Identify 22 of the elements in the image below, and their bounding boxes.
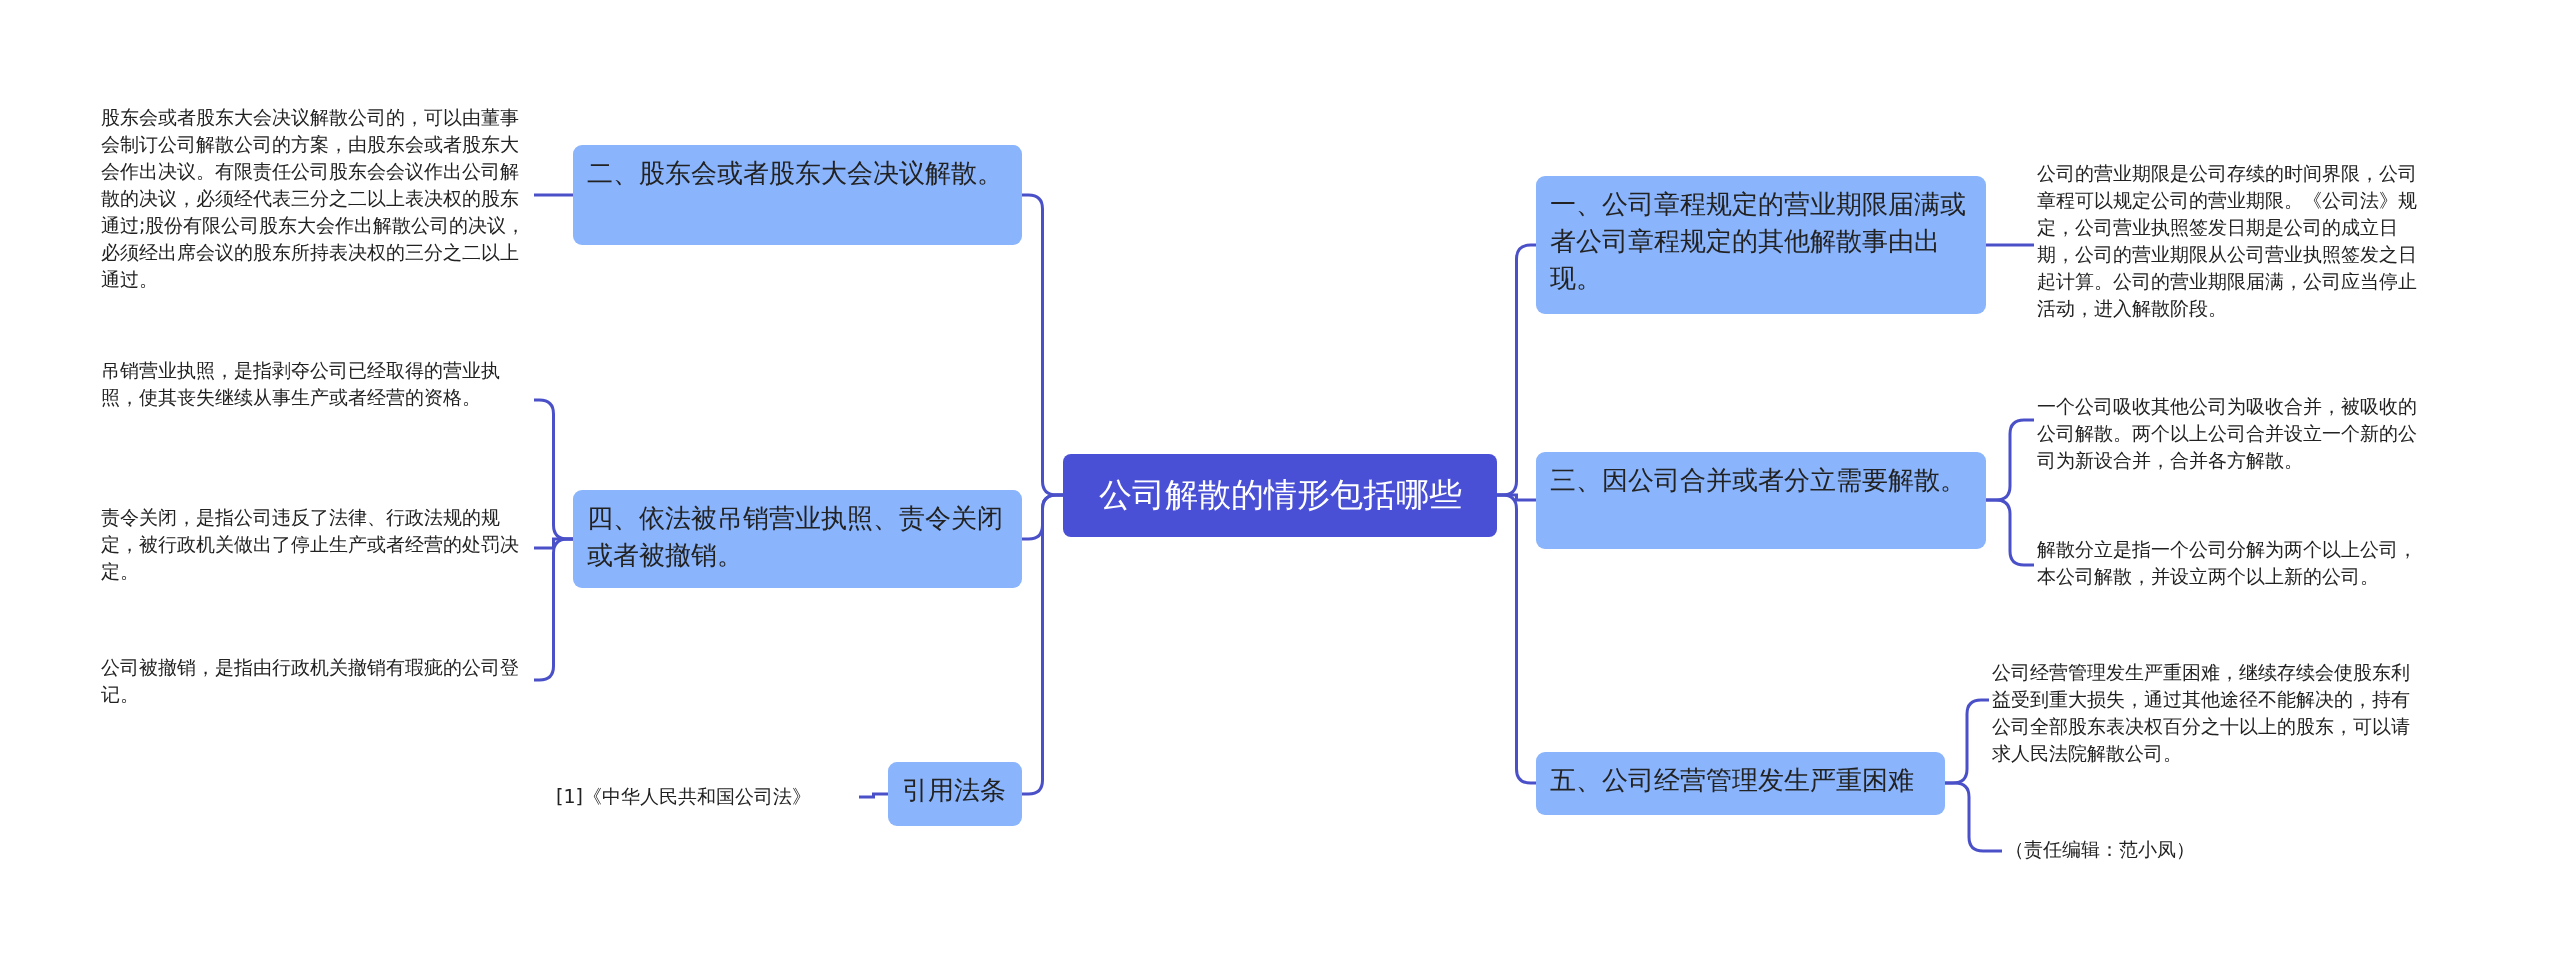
note-text: 公司的营业期限是公司存续的时间界限，公司章程可以规定公司的营业期限。《公司法》规定，公司营业执照签发日期是公司的成立日期，公司的营业期限从公司营业执照签发之日起计算。公司的营业期限届满，公司应当停止活动，进入解散阶段。 — [2037, 160, 2429, 322]
note-text: 责令关闭，是指公司违反了法律、行政法规的规定，被行政机关做出了停止生产或者经营的处罚决定。 — [101, 504, 531, 585]
connector-line — [1986, 243, 2034, 247]
topic-box: 引用法条 — [888, 762, 1022, 826]
central-topic-box: 公司解散的情形包括哪些 — [1063, 454, 1497, 537]
note-text: 公司经营管理发生严重困难，继续存续会使股东利益受到重大损失，通过其他途径不能解决的，持有公司全部股东表决权百分之十以上的股东，可以请求人民法院解散公司。 — [1992, 659, 2422, 767]
note-text: （责任编辑：范小凤） — [2005, 836, 2225, 863]
note-text: 解散分立是指一个公司分解为两个以上公司，本公司解散，并设立两个以上新的公司。 — [2037, 536, 2429, 590]
topic-box: 三、因公司合并或者分立需要解散。 — [1536, 452, 1986, 549]
topic-box: 二、股东会或者股东大会决议解散。 — [573, 145, 1022, 245]
topic-box: 一、公司章程规定的营业期限届满或者公司章程规定的其他解散事由出现。 — [1536, 176, 1986, 314]
note-text: 吊销营业执照，是指剥夺公司已经取得的营业执照，使其丧失继续从事生产或者经营的资格。 — [101, 357, 531, 411]
note-text: [1]《中华人民共和国公司法》 — [556, 783, 856, 810]
topic-box: 四、依法被吊销营业执照、责令关闭或者被撤销。 — [573, 490, 1022, 588]
note-text: 一个公司吸收其他公司为吸收合并，被吸收的公司解散。两个以上公司合并设立一个新的公司为新设合并，合并各方解散。 — [2037, 393, 2429, 474]
connector-line — [534, 193, 573, 197]
connector-line — [1497, 493, 1536, 785]
connector-line — [859, 792, 888, 799]
topic-box: 五、公司经营管理发生严重困难 — [1536, 752, 1945, 815]
note-text: 公司被撤销，是指由行政机关撤销有瑕疵的公司登记。 — [101, 654, 531, 708]
note-text: 股东会或者股东大会决议解散公司的，可以由董事会制订公司解散公司的方案，由股东会或者股东大会作出决议。有限责任公司股东会会议作出公司解散的决议，必须经代表三分之二以上表决权的股东通过;股份有限公司股东大会作出解散公司的决议，必须经出席会议的股东所持表决权的三分之二以上通过。 — [101, 104, 531, 293]
connector-line — [1022, 493, 1063, 796]
